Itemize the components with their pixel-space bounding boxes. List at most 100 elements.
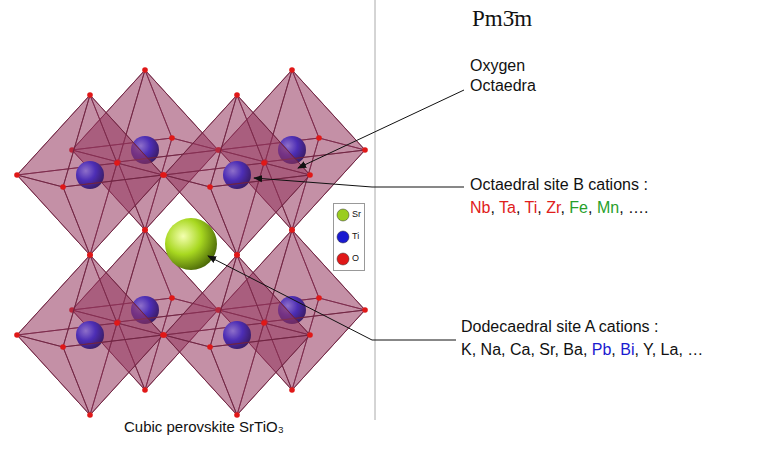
o-atom [207, 344, 213, 350]
element-symbol: , [516, 199, 520, 216]
legend-swatch-dot [337, 209, 349, 221]
o-atom [307, 332, 313, 338]
legend-swatch-dot [337, 231, 349, 243]
legend-box: SrTiO [333, 203, 365, 271]
cation-list: K, Na, Ca, Sr, Ba, Pb, Bi, Y, La, … [461, 341, 703, 359]
o-atom [234, 252, 240, 258]
element-symbol: , [554, 341, 558, 358]
o-atom [207, 184, 213, 190]
octahedron-face [210, 95, 310, 187]
o-atom [234, 412, 240, 418]
o-atom [87, 412, 93, 418]
element-symbol: , [634, 341, 638, 358]
o-atom [14, 172, 20, 178]
o-atom [362, 307, 368, 313]
o-atom [142, 227, 148, 233]
element-symbol: , [537, 199, 541, 216]
leader-lines [208, 90, 464, 340]
element-symbol: , [583, 341, 587, 358]
octahedron [161, 92, 313, 258]
legend-swatch [336, 252, 350, 266]
element-symbol: , [472, 341, 476, 358]
o-atom [160, 172, 166, 178]
o-atom [87, 252, 93, 258]
element-symbol: Zr [542, 199, 561, 216]
callout-label: Octaedral site B cations : [470, 176, 648, 194]
o-atom [169, 295, 175, 301]
callout-label: Oxygen Octaedra [470, 56, 552, 96]
legend-swatch [336, 230, 350, 244]
legend-text: Sr [352, 209, 361, 219]
o-atom [289, 67, 295, 73]
octahedron-face [63, 335, 163, 415]
element-symbol: , [588, 199, 592, 216]
element-symbol: Fe [565, 199, 588, 216]
o-atom [169, 135, 175, 141]
o-atom [60, 344, 66, 350]
o-atom [161, 172, 167, 178]
leader-line [208, 256, 456, 340]
element-symbol: La [656, 341, 678, 358]
element-symbol: , [490, 199, 494, 216]
element-symbol: Na [476, 341, 501, 358]
figure-caption: Cubic perovskite SrTiO₃ [124, 418, 284, 435]
o-atom [14, 332, 20, 338]
octahedron-face [63, 255, 163, 347]
o-atom [316, 295, 322, 301]
element-symbol: , [678, 341, 682, 358]
octahedron-face [210, 335, 310, 415]
octahedron-face [210, 175, 310, 255]
element-symbol: Sr [535, 341, 555, 358]
element-symbol: Ta [495, 199, 516, 216]
octahedron-face [63, 95, 163, 187]
callout-label: Dodecaedral site A cations : [461, 318, 658, 336]
o-atom [114, 160, 120, 166]
legend-swatch-dot [337, 253, 349, 265]
o-atom [87, 252, 93, 258]
o-atom [87, 92, 93, 98]
element-symbol: , [611, 341, 615, 358]
leader-line [254, 178, 464, 187]
element-symbol: , [530, 341, 534, 358]
octahedron-face [63, 175, 163, 255]
o-atom [160, 332, 166, 338]
o-atom [142, 67, 148, 73]
o-atom [234, 92, 240, 98]
o-atom [161, 332, 167, 338]
divider-line [375, 0, 376, 420]
element-symbol: , [560, 199, 564, 216]
o-atom [261, 320, 267, 326]
o-atom [289, 227, 295, 233]
o-atom [316, 135, 322, 141]
o-atom [142, 227, 148, 233]
o-atom [289, 387, 295, 393]
cation-list: Nb, Ta, Ti, Zr, Fe, Mn, …. [470, 199, 648, 217]
element-symbol: , [619, 199, 623, 216]
legend-text: O [352, 253, 359, 263]
o-atom [261, 160, 267, 166]
space-group-title: Pm3̄m [472, 6, 532, 32]
element-symbol: Ti [520, 199, 537, 216]
element-symbol: Nb [470, 199, 490, 216]
element-symbol: Ba [559, 341, 583, 358]
leader-line [298, 90, 464, 168]
legend-swatch [336, 208, 350, 222]
element-symbol: … [683, 341, 703, 358]
element-symbol: Mn [592, 199, 619, 216]
sr-atom [165, 218, 217, 270]
element-symbol: , [652, 341, 656, 358]
octahedra [14, 67, 368, 418]
element-symbol: Pb [587, 341, 611, 358]
octahedron [161, 252, 313, 418]
element-symbol: Bi [616, 341, 635, 358]
o-atom [142, 387, 148, 393]
element-symbol: …. [624, 199, 649, 216]
octahedron [14, 252, 166, 418]
o-atom [114, 320, 120, 326]
element-symbol: Y [639, 341, 652, 358]
o-atom [307, 172, 313, 178]
o-atom [362, 147, 368, 153]
element-symbol: K [461, 341, 472, 358]
